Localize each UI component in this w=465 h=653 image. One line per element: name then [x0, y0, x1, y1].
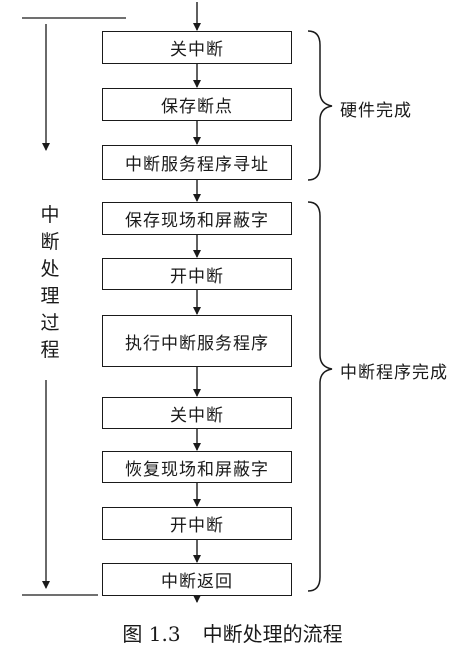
side-label-char: 过 [40, 312, 60, 334]
group-label-program: 中断程序完成 [340, 363, 448, 383]
step-label: 中断返回 [161, 572, 233, 592]
side-label-text: 中断处理过程 [30, 202, 70, 364]
side-label-char: 中 [40, 204, 60, 226]
step-label: 保存断点 [161, 97, 233, 117]
side-label-char: 断 [40, 231, 60, 253]
brace-hardware [307, 30, 333, 181]
process-side-label: 中断处理过程 [30, 202, 70, 364]
step-box-10: 中断返回 [102, 563, 292, 596]
step-box-5: 开中断 [102, 258, 292, 290]
caption-title: 中断处理的流程 [202, 622, 343, 646]
brace-program [307, 201, 333, 592]
step-label: 关中断 [170, 405, 224, 426]
step-label: 关中断 [170, 40, 224, 60]
caption-number: 图 1.3 [122, 622, 181, 646]
step-box-6: 执行中断服务程序 [102, 315, 292, 367]
step-box-2: 保存断点 [102, 88, 292, 121]
step-label: 开中断 [170, 266, 224, 287]
step-label: 开中断 [170, 516, 224, 536]
group-label-hardware: 硬件完成 [340, 101, 412, 121]
step-box-1: 关中断 [102, 31, 292, 64]
step-label: 恢复现场和屏蔽字 [125, 459, 269, 480]
step-label: 执行中断服务程序 [125, 333, 269, 354]
side-label-char: 程 [40, 339, 60, 361]
step-box-7: 关中断 [102, 397, 292, 429]
step-label: 保存现场和屏蔽字 [125, 211, 269, 231]
step-box-9: 开中断 [102, 507, 292, 540]
step-label: 中断服务程序寻址 [125, 155, 269, 175]
step-box-8: 恢复现场和屏蔽字 [102, 451, 292, 483]
side-label-char: 理 [40, 285, 60, 307]
side-label-char: 处 [40, 258, 60, 280]
step-box-3: 中断服务程序寻址 [102, 145, 292, 180]
figure-caption: 图 1.3 中断处理的流程 [0, 618, 465, 647]
step-box-4: 保存现场和屏蔽字 [102, 202, 292, 235]
